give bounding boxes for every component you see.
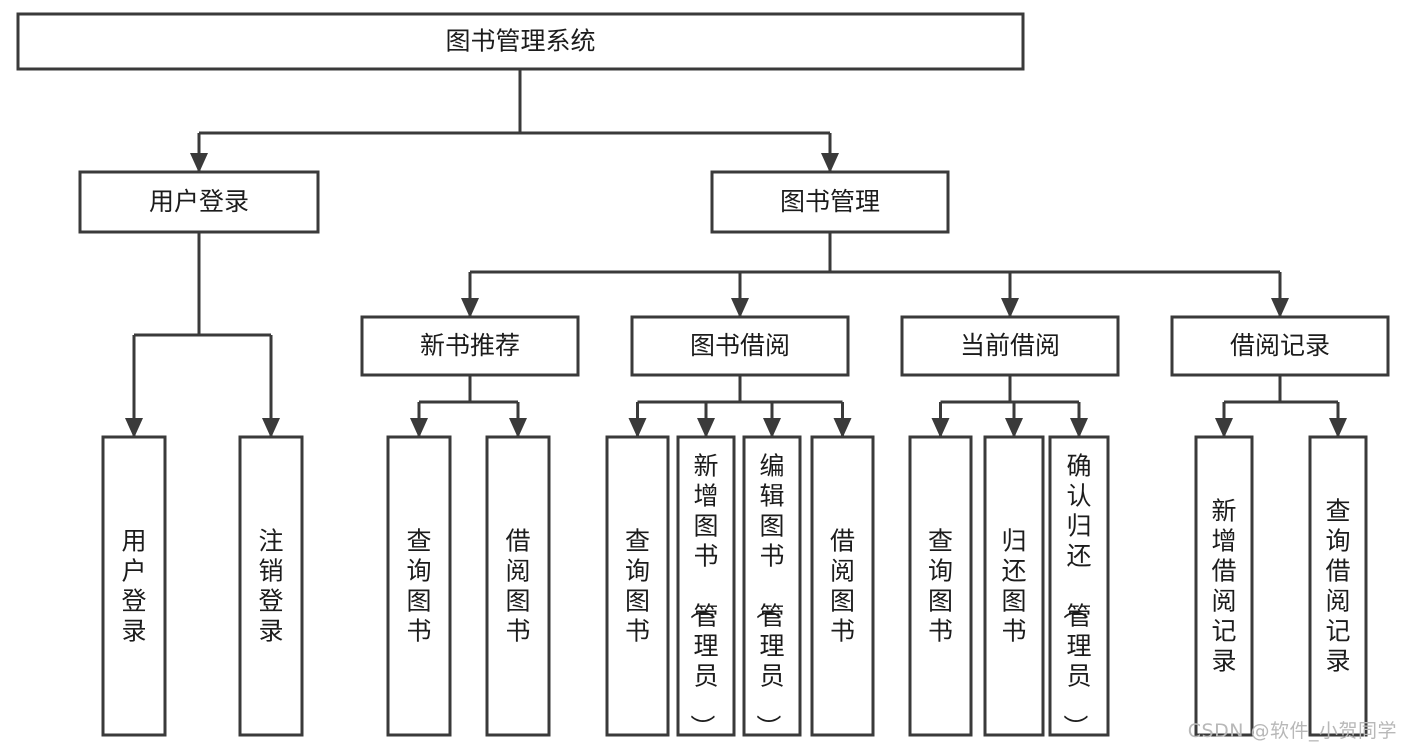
node-leaf-add-borrow-record[interactable]: 新增借阅记录 (1194, 435, 1254, 737)
arrow-head-icon (1215, 418, 1233, 438)
arrow-head-icon (763, 418, 781, 438)
arrow-head-icon (262, 418, 280, 438)
node-book-borrow[interactable]: 图书借阅 (630, 315, 850, 377)
arrow-head-icon (190, 153, 208, 173)
arrow-head-icon (821, 153, 839, 173)
arrow-head-icon (628, 418, 647, 438)
watermark-label: CSDN @软件_小贺同学 (1187, 720, 1397, 742)
node-leaf-query-book-current-label: 查询图书 (928, 526, 953, 645)
node-leaf-confirm-return-label: 确认归还（管理员） (1060, 451, 1091, 739)
node-leaf-return-book[interactable]: 归还图书 (983, 435, 1045, 737)
node-user-login[interactable]: 用户登录 (78, 170, 320, 234)
arrow-head-icon (410, 418, 428, 438)
node-leaf-query-book-borrow-box[interactable] (605, 435, 670, 737)
nodes-layer: 图书管理系统用户登录图书管理新书推荐图书借阅当前借阅借阅记录用户登录注销登录查询… (16, 12, 1390, 739)
node-leaf-query-book-borrow-label: 查询图书 (625, 526, 650, 645)
node-leaf-edit-book-label: 编辑图书（管理员） (753, 451, 784, 739)
node-leaf-borrow-book[interactable]: 借阅图书 (810, 435, 875, 737)
node-leaf-user-logout-label: 注销登录 (258, 526, 283, 645)
node-leaf-query-book-recommend-label: 查询图书 (406, 526, 431, 645)
node-leaf-add-book-box[interactable] (676, 435, 736, 737)
arrow-head-icon (1005, 418, 1023, 438)
node-leaf-add-book[interactable]: 新增图书（管理员） (676, 435, 736, 739)
arrow-head-icon (1271, 298, 1289, 318)
arrow-head-icon (833, 418, 852, 438)
node-leaf-query-borrow-record[interactable]: 查询借阅记录 (1308, 435, 1368, 737)
node-root[interactable]: 图书管理系统 (16, 12, 1025, 71)
arrow-head-icon (697, 418, 715, 438)
node-current-borrow[interactable]: 当前借阅 (900, 315, 1120, 377)
node-borrow-record-label: 借阅记录 (1230, 331, 1330, 360)
node-leaf-confirm-return[interactable]: 确认归还（管理员） (1048, 435, 1110, 739)
node-new-book-recommend[interactable]: 新书推荐 (360, 315, 580, 377)
node-leaf-user-login[interactable]: 用户登录 (101, 435, 167, 737)
arrow-head-icon (461, 298, 479, 318)
node-leaf-edit-book[interactable]: 编辑图书（管理员） (742, 435, 802, 739)
node-borrow-record-box[interactable] (1170, 315, 1390, 377)
node-leaf-user-logout[interactable]: 注销登录 (238, 435, 304, 737)
node-user-login-label: 用户登录 (149, 187, 249, 216)
node-book-manage[interactable]: 图书管理 (710, 170, 950, 234)
arrow-head-icon (931, 418, 950, 438)
arrow-head-icon (509, 418, 527, 438)
arrow-head-icon (731, 298, 749, 318)
connectors-layer (125, 69, 1347, 438)
node-leaf-add-book-label: 新增图书（管理员） (687, 451, 718, 739)
node-root-label: 图书管理系统 (445, 27, 595, 56)
node-current-borrow-label: 当前借阅 (960, 331, 1060, 360)
node-new-book-recommend-label: 新书推荐 (420, 331, 520, 360)
node-leaf-query-book-recommend[interactable]: 查询图书 (386, 435, 452, 737)
arrow-head-icon (1001, 298, 1019, 318)
node-leaf-edit-book-box[interactable] (742, 435, 802, 737)
node-leaf-add-borrow-record-box[interactable] (1194, 435, 1254, 737)
node-leaf-query-book-current[interactable]: 查询图书 (908, 435, 973, 737)
node-new-book-recommend-box[interactable] (360, 315, 580, 377)
arrow-head-icon (125, 418, 143, 438)
arrow-head-icon (1329, 418, 1347, 438)
node-borrow-record[interactable]: 借阅记录 (1170, 315, 1390, 377)
node-root-box[interactable] (16, 12, 1025, 71)
node-leaf-query-book-borrow[interactable]: 查询图书 (605, 435, 670, 737)
node-leaf-borrow-book-recommend-label: 借阅图书 (505, 526, 530, 645)
node-book-manage-label: 图书管理 (780, 187, 880, 216)
node-leaf-query-borrow-record-label: 查询借阅记录 (1325, 496, 1350, 675)
node-book-manage-box[interactable] (710, 170, 950, 234)
node-leaf-borrow-book-recommend-box[interactable] (485, 435, 551, 737)
node-leaf-confirm-return-box[interactable] (1048, 435, 1110, 737)
node-leaf-add-borrow-record-label: 新增借阅记录 (1211, 496, 1236, 675)
node-leaf-user-login-box[interactable] (101, 435, 167, 737)
arrow-head-icon (1070, 418, 1088, 438)
node-book-borrow-label: 图书借阅 (690, 331, 790, 360)
node-leaf-borrow-book-box[interactable] (810, 435, 875, 737)
node-leaf-query-borrow-record-box[interactable] (1308, 435, 1368, 737)
node-leaf-borrow-book-recommend[interactable]: 借阅图书 (485, 435, 551, 737)
node-leaf-return-book-box[interactable] (983, 435, 1045, 737)
node-user-login-box[interactable] (78, 170, 320, 234)
node-leaf-return-book-label: 归还图书 (1001, 526, 1026, 645)
node-leaf-user-logout-box[interactable] (238, 435, 304, 737)
node-leaf-user-login-label: 用户登录 (121, 526, 146, 645)
node-leaf-borrow-book-label: 借阅图书 (830, 526, 855, 645)
node-leaf-query-book-current-box[interactable] (908, 435, 973, 737)
node-current-borrow-box[interactable] (900, 315, 1120, 377)
node-book-borrow-box[interactable] (630, 315, 850, 377)
node-leaf-query-book-recommend-box[interactable] (386, 435, 452, 737)
